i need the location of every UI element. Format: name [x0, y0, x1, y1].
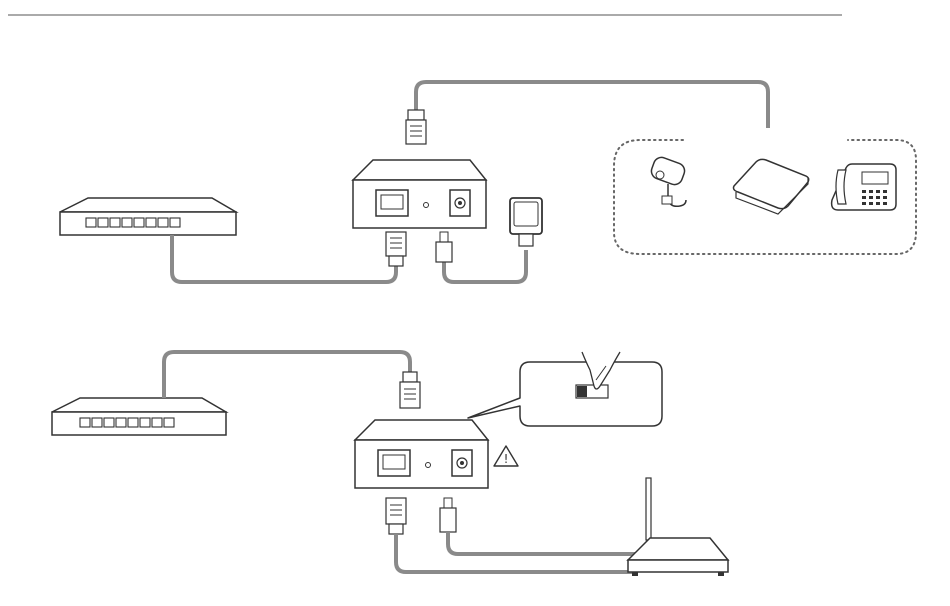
router	[628, 478, 728, 576]
camera-icon	[649, 155, 687, 206]
poe-injector	[355, 420, 488, 488]
rj45-connector-icon	[400, 372, 420, 408]
network-switch	[60, 198, 236, 235]
bottom-scenario: !	[52, 352, 728, 576]
switch-to-injector-cable	[172, 235, 396, 282]
rj45-connector-icon	[406, 110, 426, 144]
access-point-icon	[734, 159, 809, 214]
warning-triangle-icon: !	[494, 446, 518, 466]
rj45-connector-icon	[386, 232, 406, 266]
warning-symbol: !	[504, 452, 509, 466]
poe-out-cable	[416, 82, 768, 128]
power-adapter	[510, 198, 542, 246]
phone-icon	[832, 164, 896, 210]
network-switch	[52, 398, 226, 435]
dc-plug-icon	[436, 232, 452, 262]
dc-power-cable	[444, 250, 526, 282]
rj45-connector-icon	[386, 498, 406, 534]
injector-to-router-power-cable	[448, 532, 636, 554]
top-scenario	[60, 82, 916, 282]
poe-injector	[353, 160, 486, 228]
dc-plug-icon	[440, 498, 456, 532]
switch-to-injector-cable	[164, 352, 410, 398]
mode-switch-callout	[468, 352, 662, 426]
